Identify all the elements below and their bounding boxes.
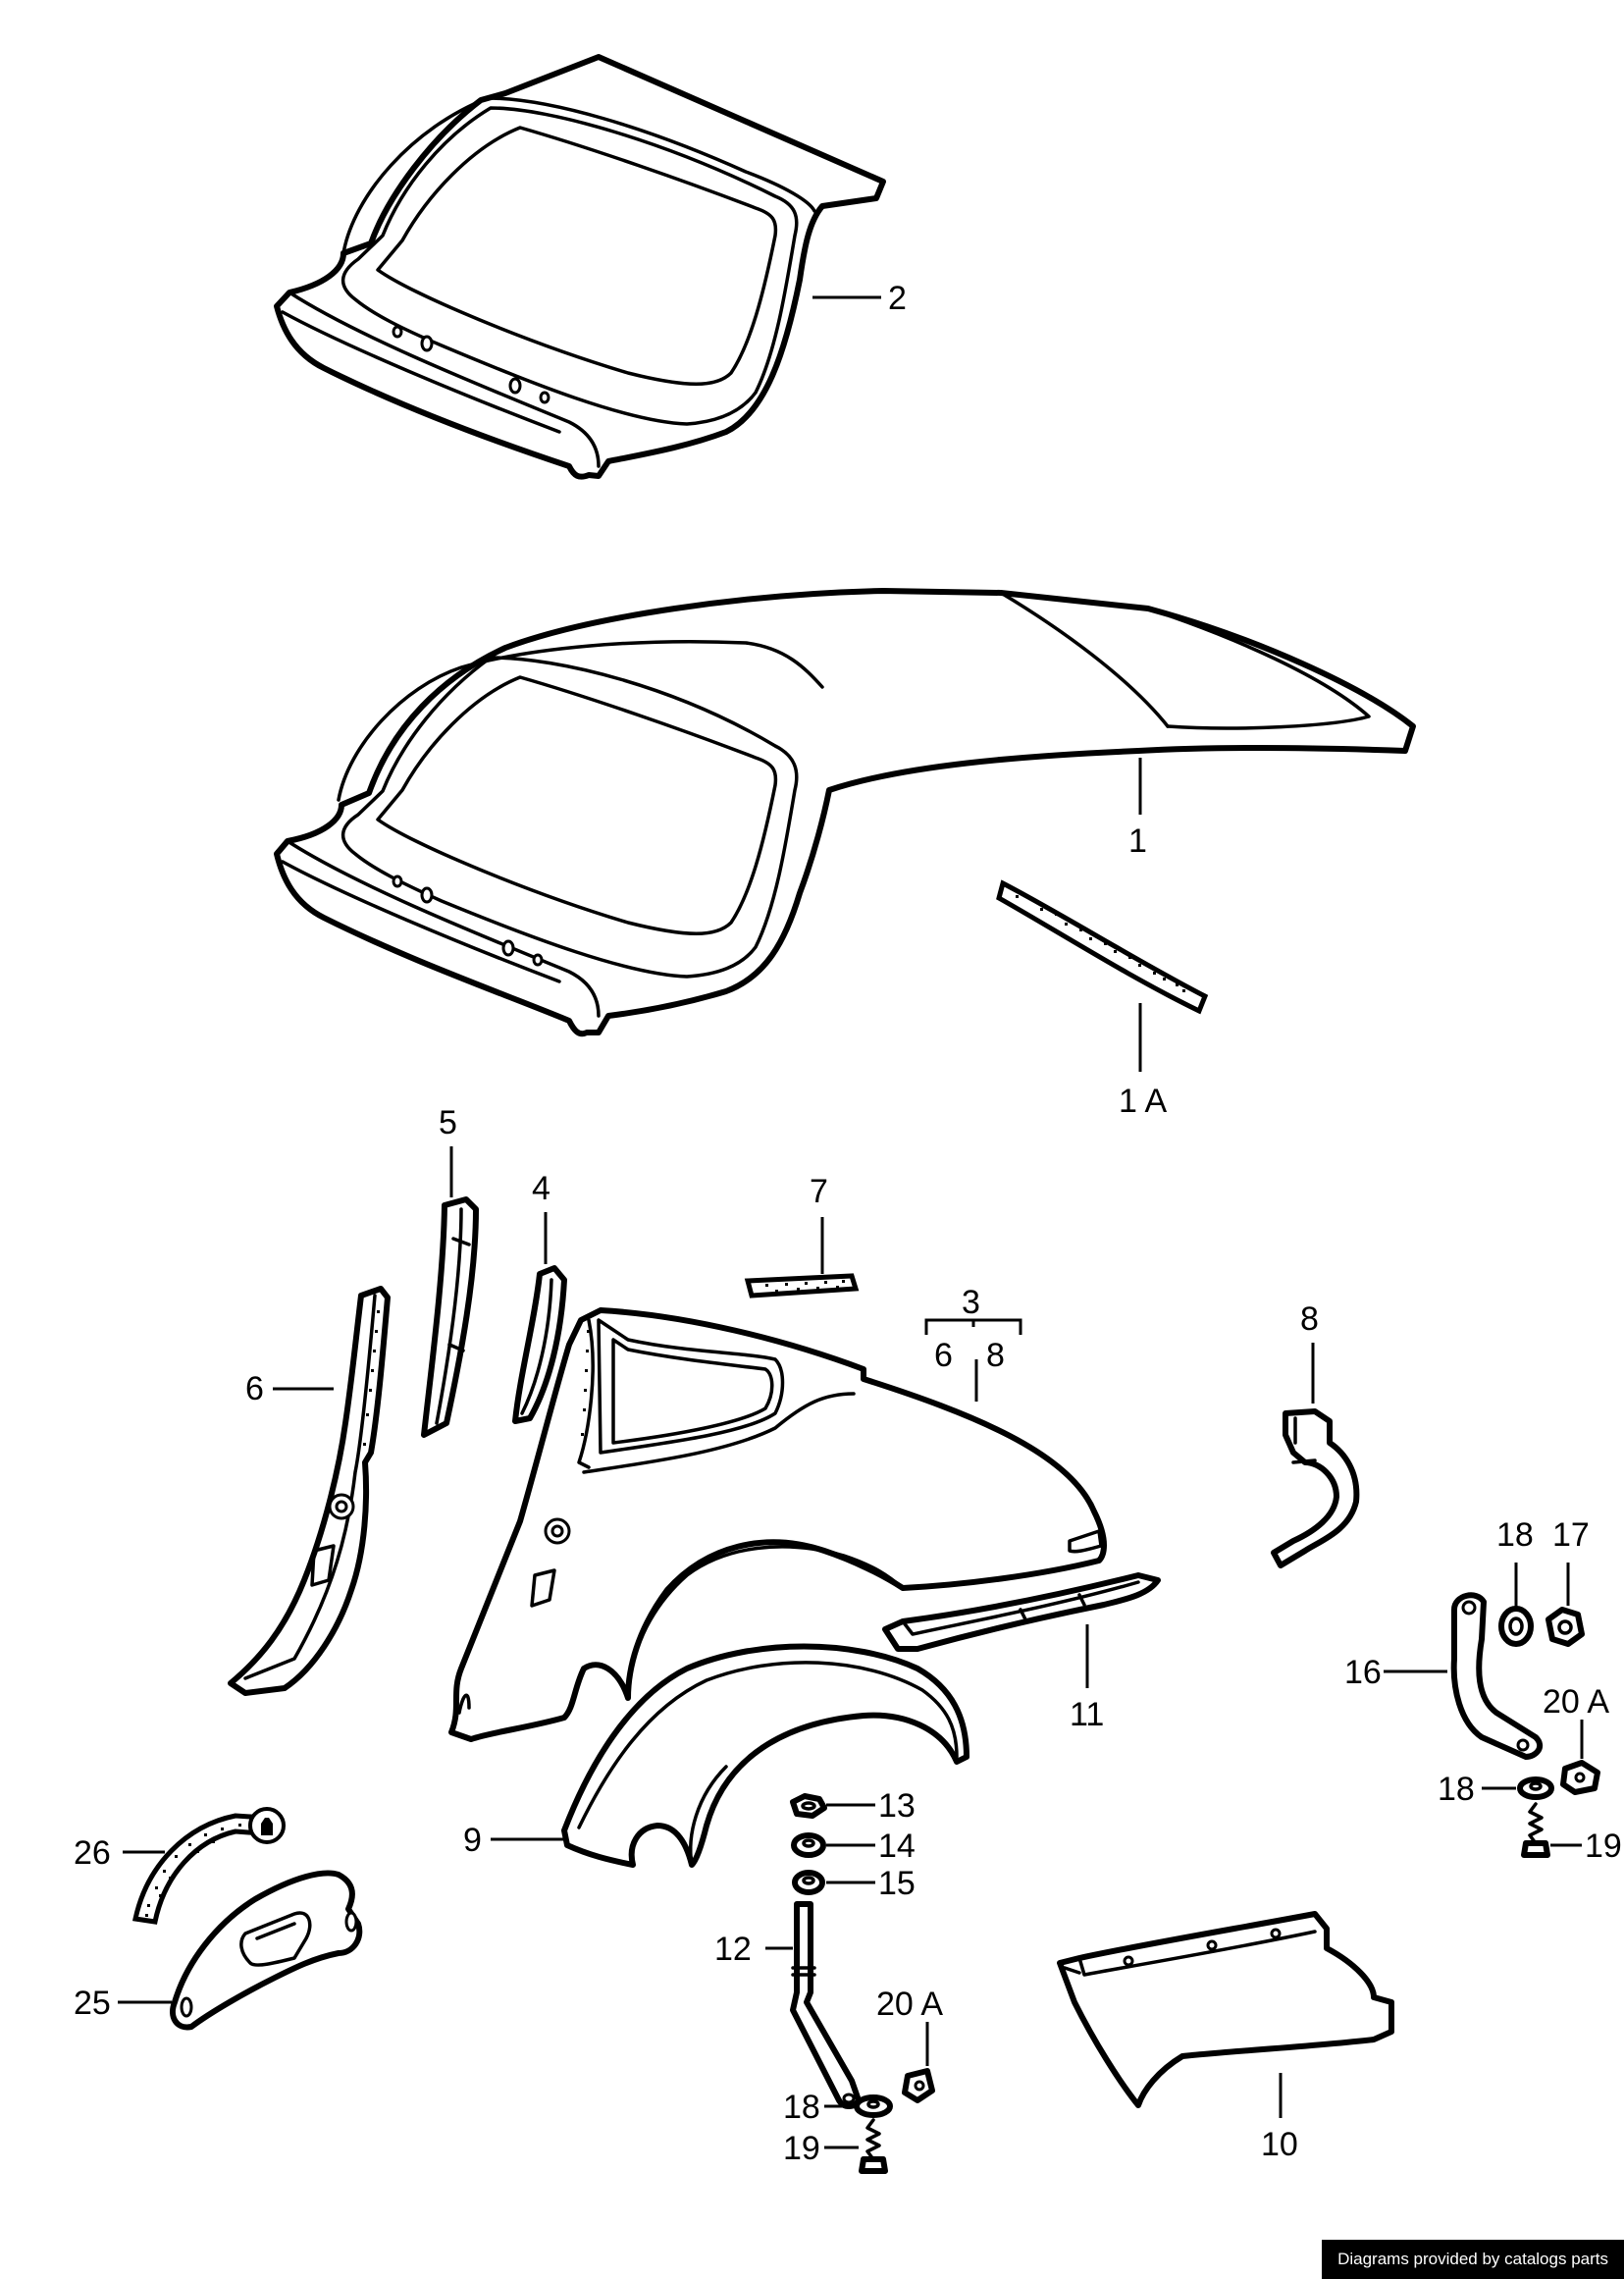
part-10-lower-panel xyxy=(1057,1911,1394,2108)
label-9: 9 xyxy=(463,1822,482,1859)
part-6-inner-arch-panel xyxy=(228,1286,391,1696)
part-1-roof-panel xyxy=(274,588,1416,1037)
label-3-8: 8 xyxy=(986,1337,1005,1374)
part-19-screw-lower xyxy=(859,2118,888,2174)
label-15: 15 xyxy=(878,1865,916,1902)
label-19-lower: 19 xyxy=(783,2130,820,2167)
part-18-washer-lower xyxy=(854,2094,893,2118)
label-10: 10 xyxy=(1261,2126,1298,2163)
label-20a-lower: 20 A xyxy=(876,1986,943,2023)
part-13-nut xyxy=(790,1793,827,1819)
part-3-quarter-panel xyxy=(448,1307,1107,1742)
diagram-credit: Diagrams provided by catalogs parts xyxy=(1322,2240,1624,2279)
part-18-washer-upper xyxy=(1498,1606,1534,1647)
part-17-nut xyxy=(1545,1607,1585,1647)
label-18-upper: 18 xyxy=(1496,1516,1534,1554)
label-7: 7 xyxy=(810,1173,828,1210)
part-16-bracket xyxy=(1450,1592,1544,1760)
label-2: 2 xyxy=(888,280,907,317)
part-5-pillar-strip xyxy=(421,1196,479,1438)
label-19-right: 19 xyxy=(1585,1828,1622,1865)
label-1a: 1 A xyxy=(1119,1083,1167,1120)
label-8: 8 xyxy=(1300,1300,1319,1338)
part-4-pillar-strip xyxy=(512,1265,567,1424)
part-7-foam-block xyxy=(744,1273,860,1298)
label-6: 6 xyxy=(245,1370,264,1407)
label-12: 12 xyxy=(714,1931,752,1968)
part-20a-clip-lower xyxy=(902,2068,935,2103)
part-12-stud-bracket xyxy=(790,1901,862,2109)
label-3-6: 6 xyxy=(934,1337,953,1374)
part-1a-foam-strip xyxy=(996,879,1209,1015)
part-11-strip xyxy=(882,1572,1161,1652)
part-14-washer xyxy=(791,1832,826,1858)
part-25-splash-shield xyxy=(170,1870,363,2031)
label-18-right: 18 xyxy=(1438,1771,1475,1808)
part-20a-clip-upper xyxy=(1560,1760,1600,1795)
label-5: 5 xyxy=(439,1104,457,1141)
label-16: 16 xyxy=(1344,1654,1382,1691)
part-9-wheel-arch xyxy=(561,1643,969,1868)
label-17: 17 xyxy=(1552,1516,1590,1554)
part-18-washer-right xyxy=(1517,1776,1554,1800)
part-19-screw-right xyxy=(1521,1802,1550,1858)
part-2-roof-frame xyxy=(274,54,886,480)
part-15-grommet xyxy=(792,1870,825,1895)
label-25: 25 xyxy=(74,1985,111,2022)
label-3: 3 xyxy=(962,1284,980,1321)
label-13: 13 xyxy=(878,1787,916,1825)
label-11: 11 xyxy=(1070,1696,1104,1733)
label-14: 14 xyxy=(878,1828,916,1865)
label-18-lower: 18 xyxy=(783,2089,820,2126)
label-20a-upper: 20 A xyxy=(1543,1683,1609,1721)
part-8-bracket xyxy=(1271,1408,1360,1568)
label-4: 4 xyxy=(532,1170,550,1207)
glue-icon xyxy=(248,1807,286,1844)
label-1: 1 xyxy=(1128,822,1147,860)
label-26: 26 xyxy=(74,1834,111,1872)
